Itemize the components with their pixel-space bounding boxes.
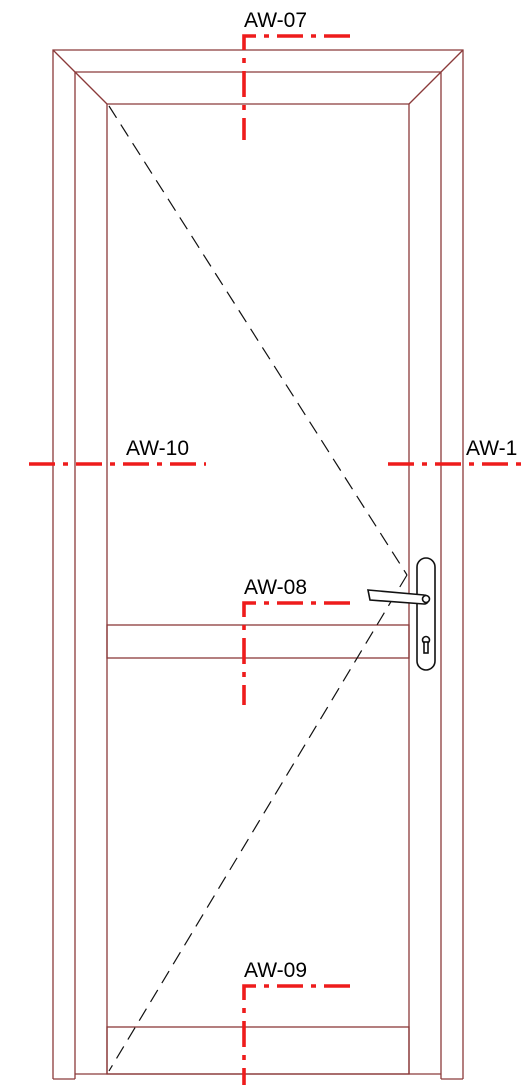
mid-rail [106,624,410,659]
handle-backplate [416,557,436,671]
section-markers [29,34,525,1085]
casing-miter-left [52,49,76,73]
section-line-aw07 [242,34,350,140]
frame-miter-right [408,71,442,105]
swing-line-lower [108,574,408,1072]
handle-spindle [421,594,431,604]
label-aw11-partial: AW-1 [466,437,517,460]
section-line-aw09 [242,984,350,1085]
swing-line-upper [108,105,408,576]
label-aw09: AW-09 [244,959,307,982]
door-lever-handle-icon [367,557,436,671]
bottom-rail [106,1026,410,1075]
section-line-aw08 [242,601,350,705]
keyhole-slot [423,641,429,654]
frame-inner-outline [106,103,410,1074]
door-swing-indicator [108,105,408,1072]
label-aw08: AW-08 [244,576,307,599]
section-labels: AW-07 AW-08 AW-09 AW-10 AW-1 [126,9,517,982]
door-casing [52,49,464,1080]
label-aw07: AW-07 [244,9,307,32]
casing-outer-outline [52,49,464,1079]
casing-miter-right [440,49,464,73]
door-leaf [106,624,410,1075]
label-aw10: AW-10 [126,437,189,460]
frame-outer-outline [74,71,442,1079]
frame-miter-left [74,71,108,105]
